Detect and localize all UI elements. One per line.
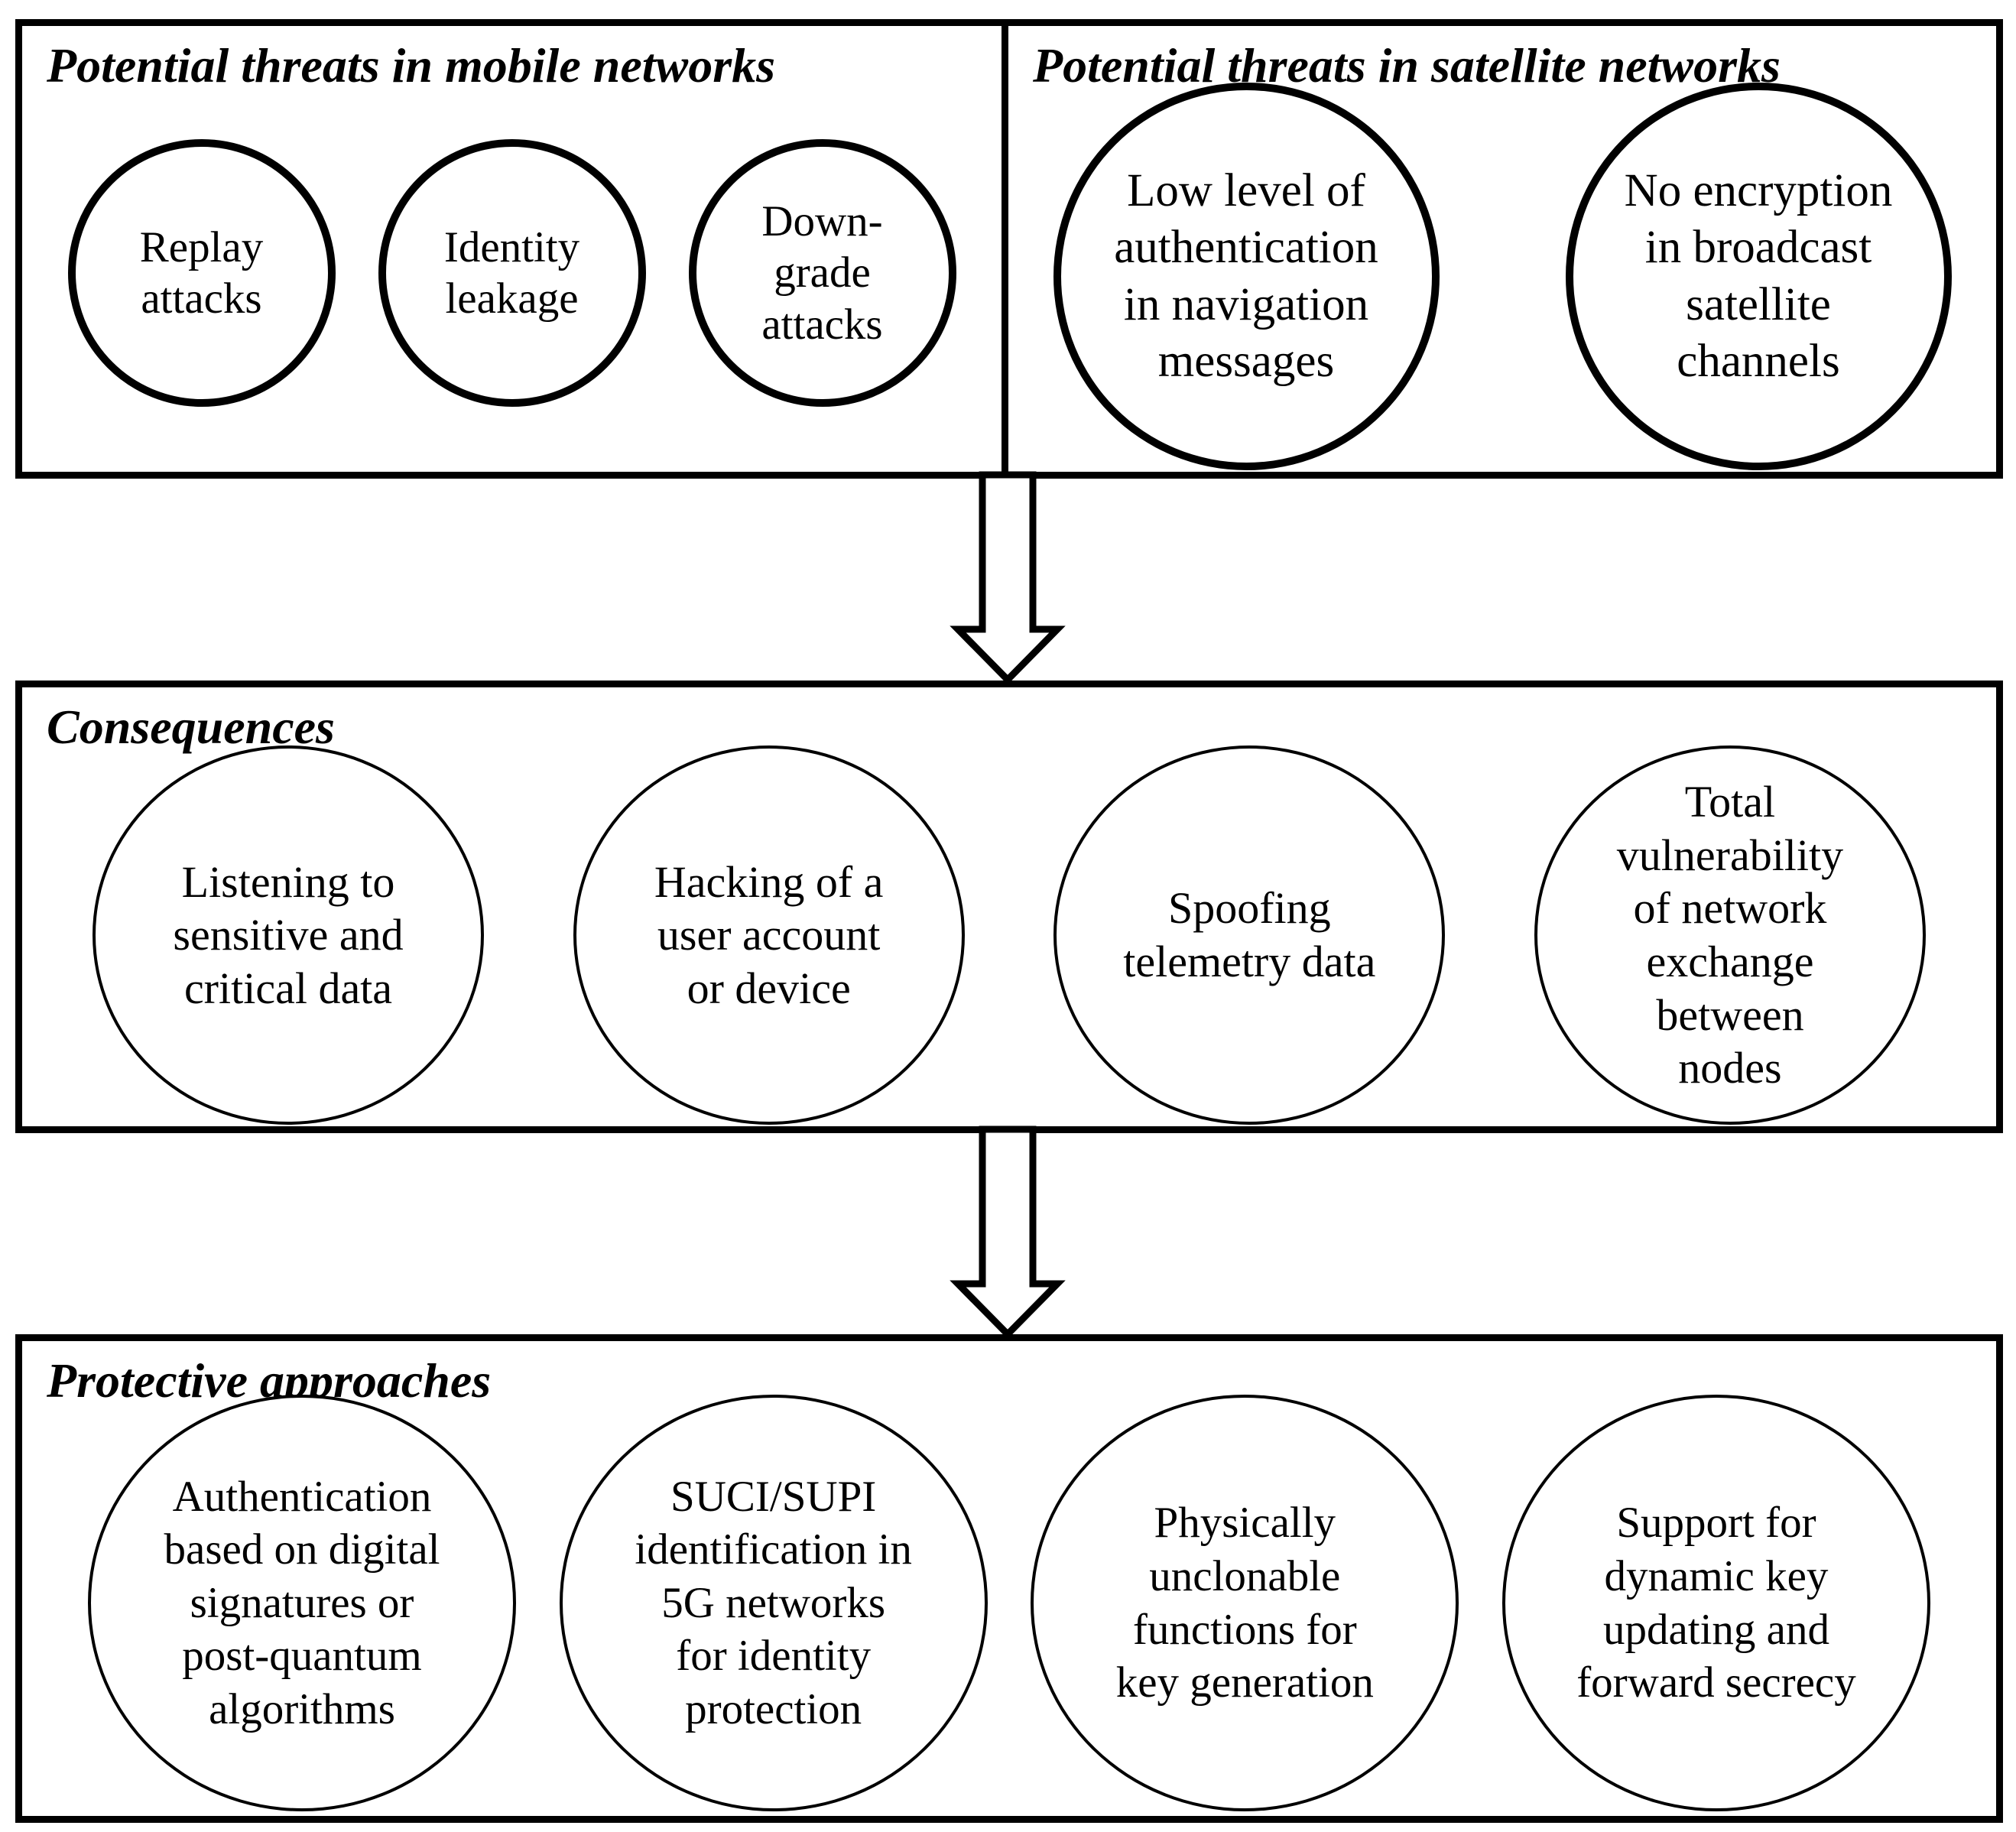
node-total-vulnerability: Total vulnerability of network exchange …: [1534, 745, 1926, 1125]
down-arrow-icon: [950, 471, 1066, 685]
satellite-threats-title: Potential threats in satellite networks: [1033, 38, 1781, 93]
node-spoofing-telemetry: Spoofing telemetry data: [1053, 745, 1446, 1125]
consequences-nodes: Listening to sensitive and critical data…: [22, 687, 1996, 1125]
node-downgrade-attacks: Down- grade attacks: [688, 139, 956, 407]
node-low-authentication-label: Low level of authentication in navigatio…: [1114, 164, 1378, 387]
node-no-encryption-label: No encryption in broadcast satellite cha…: [1624, 164, 1893, 387]
section-protective-approaches: Protective approaches Authentication bas…: [15, 1334, 2003, 1823]
node-suci-supi-identification-label: SUCI/SUPI identification in 5G networks …: [635, 1472, 912, 1733]
satellite-threats-nodes: Low level of authentication in navigatio…: [1008, 83, 1996, 470]
node-replay-attacks-label: Replay attacks: [139, 223, 264, 323]
node-spoofing-telemetry-label: Spoofing telemetry data: [1123, 883, 1376, 986]
node-physically-unclonable-functions: Physically unclonable functions for key …: [1031, 1395, 1459, 1811]
section-consequences: Consequences Listening to sensitive and …: [15, 681, 2003, 1133]
node-account-hacking: Hacking of a user account or device: [573, 745, 965, 1125]
node-total-vulnerability-label: Total vulnerability of network exchange …: [1616, 777, 1844, 1093]
consequences-title: Consequences: [47, 700, 335, 754]
node-replay-attacks: Replay attacks: [67, 139, 336, 407]
protective-approaches-nodes: Authentication based on digital signatur…: [22, 1341, 1996, 1811]
node-identity-leakage-label: Identity leakage: [443, 223, 580, 323]
node-listening-sensitive-data: Listening to sensitive and critical data: [93, 745, 484, 1125]
node-low-authentication: Low level of authentication in navigatio…: [1053, 83, 1440, 470]
node-identity-leakage: Identity leakage: [378, 139, 646, 407]
section-satellite-threats: Potential threats in satellite networks …: [1008, 19, 2003, 479]
node-suci-supi-identification: SUCI/SUPI identification in 5G networks …: [559, 1395, 988, 1811]
node-digital-signature-auth-label: Authentication based on digital signatur…: [164, 1472, 440, 1733]
node-physically-unclonable-functions-label: Physically unclonable functions for key …: [1115, 1499, 1374, 1707]
node-listening-sensitive-data-label: Listening to sensitive and critical data: [173, 856, 404, 1013]
down-arrow-icon: [950, 1126, 1066, 1340]
mobile-threats-nodes: Replay attacks Identity leakage Down- gr…: [22, 139, 1002, 407]
node-downgrade-attacks-label: Down- grade attacks: [761, 197, 883, 349]
mobile-threats-title: Potential threats in mobile networks: [47, 38, 775, 93]
node-dynamic-key-updating: Support for dynamic key updating and for…: [1501, 1395, 1930, 1811]
node-account-hacking-label: Hacking of a user account or device: [654, 856, 884, 1013]
node-digital-signature-auth: Authentication based on digital signatur…: [88, 1395, 516, 1811]
node-dynamic-key-updating-label: Support for dynamic key updating and for…: [1576, 1499, 1856, 1707]
node-no-encryption: No encryption in broadcast satellite cha…: [1565, 83, 1952, 470]
section-mobile-threats: Potential threats in mobile networks Rep…: [15, 19, 1008, 479]
